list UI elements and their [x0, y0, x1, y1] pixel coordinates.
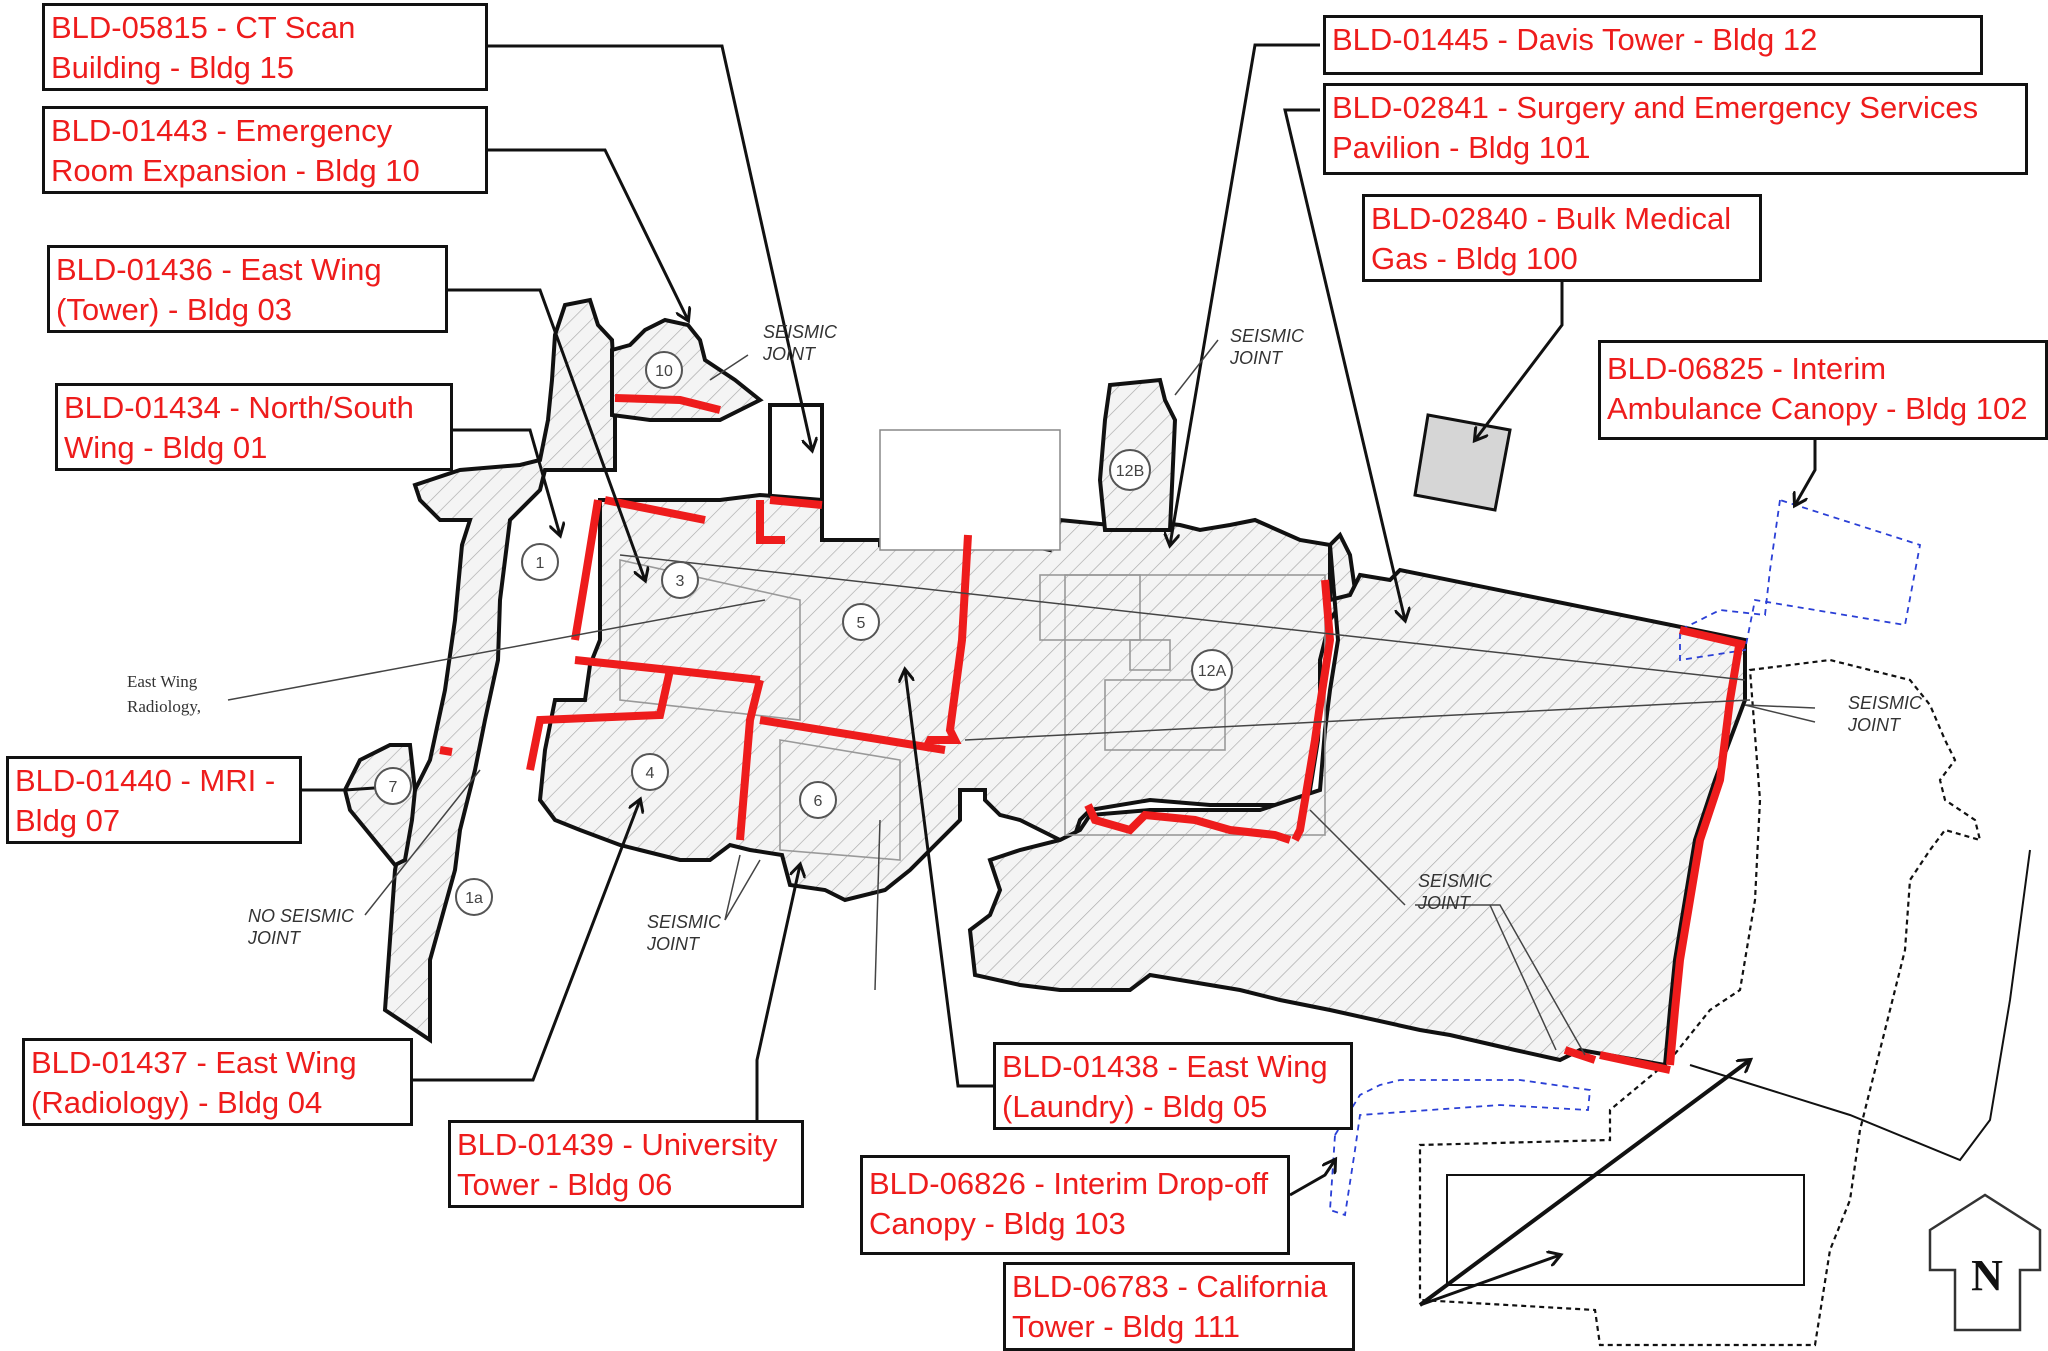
bldg-number-3: 3	[676, 573, 685, 590]
bldg-number-12b: 12B	[1116, 463, 1144, 480]
label-line: Room Expansion - Bldg 10	[51, 153, 420, 188]
bldg-number-1a: 1a	[465, 890, 483, 907]
footprint-bldg-100	[1413, 413, 1512, 512]
label-line: Pavilion - Bldg 101	[1332, 130, 1591, 165]
label-line: BLD-02841 - Surgery and Emergency Servic…	[1332, 90, 1979, 125]
label-bldg-101: BLD-02841 - Surgery and Emergency Servic…	[1323, 83, 2028, 175]
label-line: BLD-01434 - North/South	[64, 390, 414, 425]
label-bldg-03: BLD-01436 - East Wing (Tower) - Bldg 03	[47, 245, 448, 333]
label-line: Canopy - Bldg 103	[869, 1206, 1126, 1241]
label-line: BLD-06826 - Interim Drop-off	[869, 1166, 1269, 1201]
label-line: BLD-02840 - Bulk Medical	[1371, 201, 1732, 236]
label-line: BLD-01440 - MRI -	[15, 763, 276, 798]
north-label: N	[1971, 1251, 2003, 1300]
north-arrow-icon: N	[1928, 1193, 2042, 1332]
bldg-number-7: 7	[389, 779, 398, 796]
california-tower-box	[1446, 1174, 1805, 1286]
note-seismic-joint-3b: JOINT	[1847, 715, 1902, 735]
label-line: BLD-01437 - East Wing	[31, 1045, 357, 1080]
building-number-circles: 10 1 3 5 4 6 7 1a 12B 12A	[374, 351, 1233, 916]
note-seismic-joint-5: SEISMIC	[647, 912, 722, 932]
label-line: Tower - Bldg 111	[1012, 1309, 1241, 1344]
label-line: BLD-01443 - Emergency	[51, 113, 393, 148]
footprint-bldg-10	[610, 317, 764, 422]
label-line: BLD-06783 - California	[1012, 1269, 1328, 1304]
label-line: Ambulance Canopy - Bldg 102	[1607, 391, 2028, 426]
footprint-bldg-01	[382, 297, 617, 1044]
label-line: (Tower) - Bldg 03	[56, 292, 293, 327]
note-seismic-joint-2b: JOINT	[1229, 348, 1284, 368]
label-bldg-12: BLD-01445 - Davis Tower - Bldg 12	[1323, 15, 1983, 75]
label-line: Gas - Bldg 100	[1371, 241, 1578, 276]
note-seismic-joint-5b: JOINT	[646, 934, 701, 954]
note-seismic-joint-3: SEISMIC	[1848, 693, 1923, 713]
seismic-joints	[439, 394, 1746, 1074]
note-east-wing-radiology-b: Radiology,	[127, 697, 201, 716]
label-line: BLD-01439 - University	[457, 1127, 778, 1162]
label-line: Bldg 07	[15, 803, 121, 838]
label-line: BLD-05815 - CT Scan	[51, 10, 356, 45]
note-seismic-joint-1b: JOINT	[762, 344, 817, 364]
note-east-wing-radiology: East Wing	[127, 672, 198, 691]
label-line: (Radiology) - Bldg 04	[31, 1085, 323, 1120]
label-line: BLD-06825 - Interim	[1607, 351, 1887, 386]
footprint-bldg-07	[342, 743, 418, 868]
canopy-bldg-102-outline	[1679, 498, 1922, 662]
footprint-bldg-15	[768, 403, 824, 502]
open-area-box	[879, 429, 1061, 551]
bldg-number-12a: 12A	[1198, 663, 1227, 680]
note-no-seismic-joint: NO SEISMIC	[248, 906, 355, 926]
note-no-seismic-joint-b: JOINT	[247, 928, 302, 948]
california-tower-solid-edge	[1689, 849, 2031, 1162]
label-bldg-05: BLD-01438 - East Wing (Laundry) - Bldg 05	[993, 1042, 1353, 1130]
bldg-number-10: 10	[655, 363, 673, 380]
note-seismic-joint-1: SEISMIC	[763, 322, 838, 342]
label-line: BLD-01438 - East Wing	[1002, 1049, 1328, 1084]
label-line: Wing - Bldg 01	[64, 430, 268, 465]
bldg-number-4: 4	[646, 765, 655, 782]
label-bldg-04: BLD-01437 - East Wing (Radiology) - Bldg …	[22, 1038, 413, 1126]
canopy-bldg-103-outline	[1329, 1079, 1591, 1217]
note-seismic-joint-2: SEISMIC	[1230, 326, 1305, 346]
note-seismic-joint-4b: JOINT	[1417, 893, 1472, 913]
bldg-number-1: 1	[536, 555, 545, 572]
note-seismic-joint-4: SEISMIC	[1418, 871, 1493, 891]
footprint-bldg-101	[967, 544, 1747, 1068]
bldg-number-6: 6	[814, 793, 823, 810]
label-line: Building - Bldg 15	[51, 50, 294, 85]
label-bldg-07: BLD-01440 - MRI - Bldg 07	[6, 756, 302, 844]
label-line: Tower - Bldg 06	[457, 1167, 673, 1202]
label-line: BLD-01436 - East Wing	[56, 252, 382, 287]
label-line: (Laundry) - Bldg 05	[1002, 1089, 1268, 1124]
label-line: BLD-01445 - Davis Tower - Bldg 12	[1332, 22, 1818, 57]
bldg-number-5: 5	[857, 615, 866, 632]
